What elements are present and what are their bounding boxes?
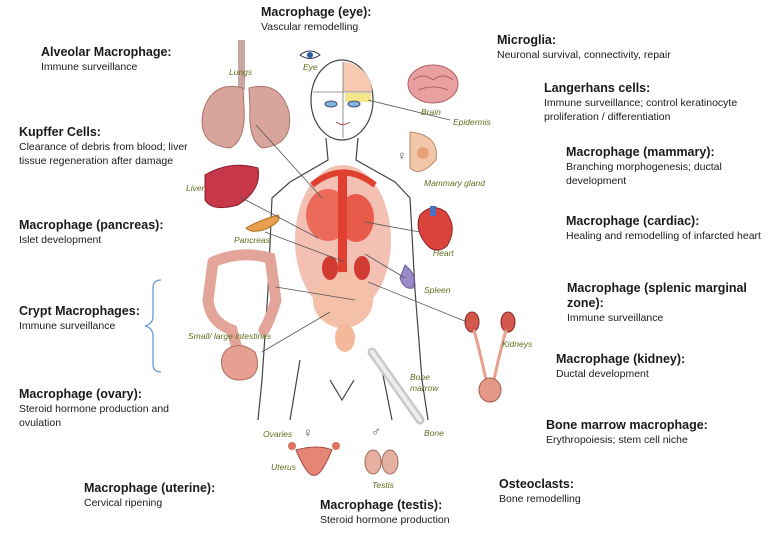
eye-illustration [299, 50, 321, 59]
male-symbol-testis: ♂ [371, 424, 381, 439]
organ-label-liver: Liver [186, 183, 205, 193]
spleen-illustration [399, 264, 415, 289]
liver-illustration [204, 164, 260, 209]
organ-label-uterus: Uterus [271, 462, 297, 472]
female-symbol-mammary: ♀ [397, 148, 407, 163]
label-kidney: Macrophage (kidney): Ductal development [556, 352, 736, 381]
torso-organs [295, 165, 391, 352]
label-mammary-title: Macrophage (mammary): [566, 145, 715, 159]
label-osteoclasts: Osteoclasts: Bone remodelling [499, 477, 649, 506]
label-microglia: Microglia: Neuronal survival, connectivi… [497, 33, 717, 62]
label-testis-title: Macrophage (testis): [320, 498, 443, 512]
organ-label-bone-marrow: Bone marrow [410, 372, 439, 393]
pancreas-illustration [245, 214, 280, 232]
organ-label-testis: Testis [372, 480, 394, 490]
label-kupffer-desc: Clearance of debris from blood; liver ti… [19, 141, 188, 167]
label-bonemarrow-desc: Erythropoiesis; stem cell niche [546, 434, 688, 446]
label-eye-desc: Vascular remodelling [261, 21, 359, 33]
label-ovary-title: Macrophage (ovary): [19, 387, 142, 401]
label-uterine-title: Macrophage (uterine): [84, 481, 216, 495]
label-langerhans-title: Langerhans cells: [544, 81, 651, 95]
label-crypt: Crypt Macrophages: Immune surveillance [19, 304, 154, 333]
organ-label-mammary: Mammary gland [424, 178, 485, 188]
crypt-bracket [144, 279, 162, 373]
uterus-illustration [288, 442, 340, 476]
organ-label-epidermis: Epidermis [453, 117, 491, 127]
label-splenic-desc: Immune surveillance [567, 312, 664, 324]
label-cardiac: Macrophage (cardiac): Healing and remode… [566, 214, 761, 243]
label-testis: Macrophage (testis): Steroid hormone pro… [320, 498, 495, 527]
label-microglia-title: Microglia: [497, 33, 557, 47]
label-pancreas: Macrophage (pancreas): Islet development [19, 218, 194, 247]
label-langerhans: Langerhans cells: Immune surveillance; c… [544, 81, 759, 124]
organ-label-ovaries: Ovaries [263, 429, 293, 439]
organ-label-lungs: Lungs [229, 67, 253, 77]
label-eye-title: Macrophage (eye): [261, 5, 372, 19]
label-eye: Macrophage (eye): Vascular remodelling [261, 5, 401, 34]
label-kidney-desc: Ductal development [556, 368, 649, 380]
label-mammary-desc: Branching morphogenesis; ductal developm… [566, 161, 722, 187]
mammary-illustration [409, 131, 437, 173]
testis-illustration [364, 449, 399, 475]
label-kupffer-title: Kupffer Cells: [19, 125, 101, 139]
organ-label-pancreas: Pancreas [234, 235, 270, 245]
label-kupffer: Kupffer Cells: Clearance of debris from … [19, 125, 194, 168]
label-uterine: Macrophage (uterine): Cervical ripening [84, 481, 254, 510]
label-pancreas-title: Macrophage (pancreas): [19, 218, 164, 232]
leader-lines [239, 99, 468, 353]
organ-label-brain: Brain [421, 107, 441, 117]
label-bonemarrow-title: Bone marrow macrophage: [546, 418, 708, 432]
label-ovary: Macrophage (ovary): Steroid hormone prod… [19, 387, 189, 430]
lungs-illustration [201, 40, 291, 149]
label-bonemarrow: Bone marrow macrophage: Erythropoiesis; … [546, 418, 746, 447]
kidneys-illustration [464, 311, 516, 403]
bone-illustration [367, 347, 425, 425]
label-kidney-title: Macrophage (kidney): [556, 352, 686, 366]
organ-label-spleen: Spleen [424, 285, 451, 295]
label-alveolar-title: Alveolar Macrophage: [41, 45, 172, 59]
label-osteoclasts-desc: Bone remodelling [499, 493, 581, 505]
label-alveolar: Alveolar Macrophage: Immune surveillance [41, 45, 211, 74]
brain-illustration [407, 64, 459, 104]
label-osteoclasts-title: Osteoclasts: [499, 477, 575, 491]
face-eyes [324, 100, 361, 108]
label-cardiac-desc: Healing and remodelling of infarcted hea… [566, 230, 761, 242]
label-crypt-title: Crypt Macrophages: [19, 304, 140, 318]
intestines-illustration [202, 249, 282, 381]
label-uterine-desc: Cervical ripening [84, 497, 163, 509]
label-pancreas-desc: Islet development [19, 234, 102, 246]
label-ovary-desc: Steroid hormone production and ovulation [19, 403, 170, 429]
head-skin-highlight [345, 93, 371, 102]
head-brain-highlight [343, 62, 372, 92]
label-splenic: Macrophage (splenic marginal zone): Immu… [567, 281, 757, 325]
organ-label-kidneys: Kidneys [502, 339, 533, 349]
organ-label-bone: Bone [424, 428, 444, 438]
label-alveolar-desc: Immune surveillance [41, 61, 138, 73]
organ-label-heart: Heart [433, 248, 454, 258]
label-langerhans-desc: Immune surveillance; control keratinocyt… [544, 97, 738, 123]
female-symbol-ovaries: ♀ [303, 425, 313, 440]
label-cardiac-title: Macrophage (cardiac): [566, 214, 700, 228]
heart-illustration [417, 206, 453, 251]
label-microglia-desc: Neuronal survival, connectivity, repair [497, 49, 671, 61]
organ-label-eye: Eye [303, 62, 318, 72]
label-crypt-desc: Immune surveillance [19, 320, 116, 332]
label-splenic-title: Macrophage (splenic marginal zone): [567, 281, 747, 310]
label-mammary: Macrophage (mammary): Branching morphoge… [566, 145, 756, 188]
label-testis-desc: Steroid hormone production [320, 514, 450, 526]
organ-label-intestines: Small/ large intestines [188, 331, 272, 341]
